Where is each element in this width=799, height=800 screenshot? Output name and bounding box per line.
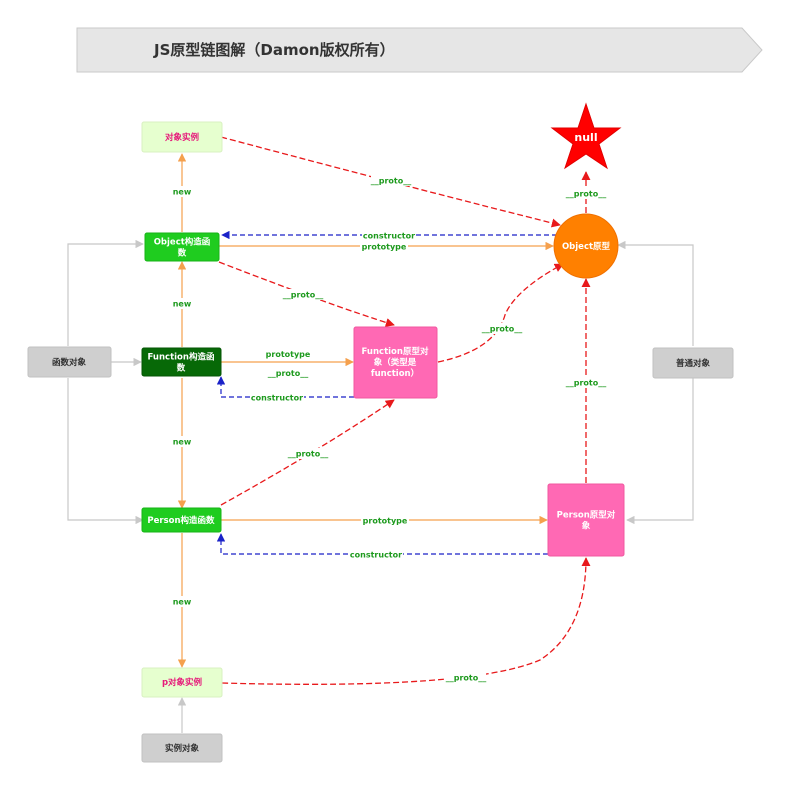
- node-label-line: 普通对象: [676, 358, 711, 369]
- node-label: Person构造函数: [147, 515, 215, 526]
- node-obj-instance: 对象实例: [141, 121, 223, 153]
- edge-function-constructor: constructor: [216, 376, 354, 403]
- node-label: Person原型对象: [557, 510, 616, 532]
- node-label-line: Object原型: [562, 241, 611, 252]
- edge-label-proto: __proto__: [371, 177, 412, 186]
- node-object-proto: Object原型: [553, 213, 619, 279]
- node-label-line: 数: [177, 363, 186, 374]
- node-label: 函数对象: [52, 357, 87, 368]
- node-label-line: 对象实例: [165, 132, 200, 143]
- edge-function-new-person: new: [170, 378, 194, 509]
- node-label-line: 实例对象: [165, 743, 200, 754]
- edge-label-constructor: constructor: [251, 394, 303, 403]
- node-label: 普通对象: [676, 358, 711, 369]
- title-banner: JS原型链图解（Damon版权所有）: [76, 27, 763, 73]
- node-label-line: function）: [371, 368, 419, 379]
- edge-pinst-to-personproto: __proto__: [221, 557, 591, 685]
- node-object-ctor: Object构造函数: [144, 232, 220, 262]
- edge-label-proto: __proto__: [268, 369, 309, 378]
- edge-obj-instance-proto: __proto__: [220, 136, 561, 228]
- node-person-proto: Person原型对象: [547, 483, 625, 557]
- edge-objctor-to-funcproto: __proto__: [218, 261, 395, 327]
- edge-label-prototype: prototype: [362, 243, 407, 252]
- edge-func-obj-group: [67, 239, 144, 525]
- edge-objproto-null: __proto__: [566, 171, 607, 213]
- edge-label-prototype: prototype: [363, 517, 408, 526]
- node-func-obj: 函数对象: [27, 346, 112, 378]
- edge-label-proto: __proto__: [566, 190, 607, 199]
- node-label: Object原型: [562, 241, 611, 252]
- node-label-line: 函数对象: [52, 357, 87, 368]
- node-label: 实例对象: [165, 743, 200, 754]
- edge-label-proto: __proto__: [288, 450, 329, 459]
- node-person-ctor: Person构造函数: [141, 507, 222, 533]
- page-title: JS原型链图解（Damon版权所有）: [153, 41, 395, 59]
- node-normal-obj: 普通对象: [652, 347, 734, 379]
- node-label: Object构造函数: [154, 237, 211, 259]
- node-label-line: Function原型对: [362, 346, 429, 357]
- edge-object-constructor: constructor: [221, 230, 557, 241]
- node-label: Function构造函数: [148, 352, 215, 374]
- edge-label-new: new: [173, 188, 192, 197]
- node-label-line: Person原型对: [557, 510, 616, 521]
- node-label-line: Function构造函: [148, 352, 215, 363]
- node-label-line: Object构造函: [154, 237, 211, 248]
- edge-person-new: new: [170, 533, 194, 668]
- edge-label-proto: __proto__: [446, 674, 487, 683]
- edge-object-prototype: prototype: [219, 241, 554, 252]
- edge-funcproto-to-objproto: __proto__: [437, 263, 564, 363]
- edge-label-proto: __proto__: [482, 325, 523, 334]
- edge-label-constructor: constructor: [363, 232, 415, 241]
- edge-label-prototype: prototype: [266, 350, 311, 359]
- edge-function-prototype: prototype __proto__: [221, 350, 354, 378]
- edge-label-proto: __proto__: [283, 291, 324, 300]
- node-label: 对象实例: [165, 132, 200, 143]
- edge-person-prototype: prototype: [221, 515, 548, 526]
- edge-normal-obj-group: [617, 240, 694, 525]
- node-instance-obj: 实例对象: [141, 733, 223, 763]
- node-label-line: 数: [178, 248, 187, 259]
- node-null: null: [550, 102, 622, 170]
- edge-label-new: new: [173, 438, 192, 447]
- edge-object-ctor-new: new: [170, 153, 194, 232]
- node-function-ctor: Function构造函数: [141, 347, 222, 377]
- node-label-line: p对象实例: [162, 677, 203, 688]
- edge-personctor-to-funcproto: __proto__: [220, 399, 395, 506]
- node-label: p对象实例: [162, 677, 203, 688]
- edge-function-new-object: new: [170, 261, 194, 347]
- edge-label-new: new: [173, 300, 192, 309]
- null-label: null: [574, 131, 597, 144]
- edge-label-new: new: [173, 598, 192, 607]
- node-label-line: Person构造函数: [147, 515, 215, 526]
- node-label-line: 象（类型是: [374, 357, 417, 368]
- edge-person-constructor: constructor: [216, 533, 548, 560]
- edge-label-constructor: constructor: [350, 551, 402, 560]
- edge-label-proto: __proto__: [566, 379, 607, 388]
- node-p-instance: p对象实例: [141, 667, 223, 698]
- edge-personproto-to-objproto: __proto__: [566, 278, 607, 483]
- node-label-line: 象: [582, 521, 591, 532]
